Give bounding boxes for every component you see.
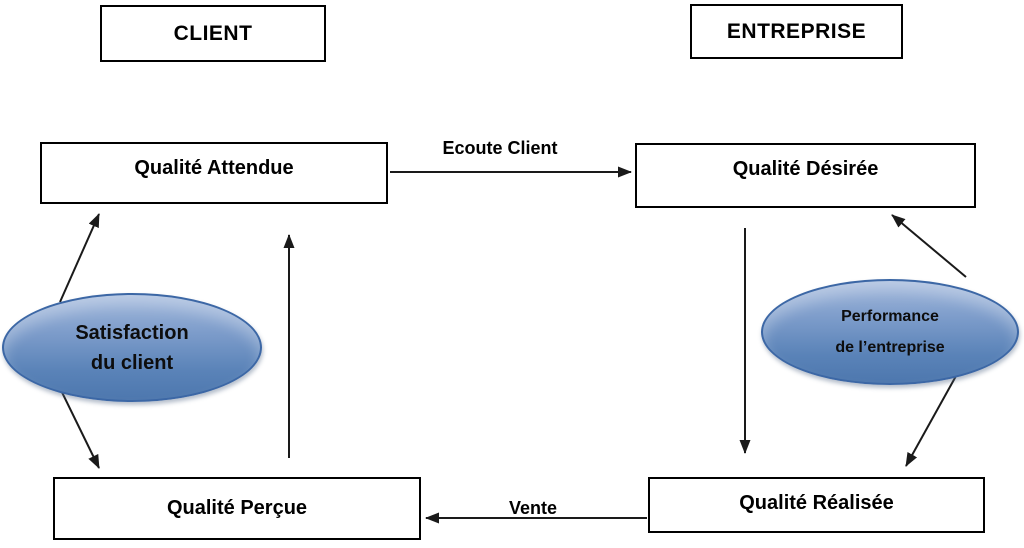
arrow-satisfaction-to-attendue xyxy=(59,213,100,303)
box-qualite-realisee-label: Qualité Réalisée xyxy=(739,491,894,514)
header-box-entreprise: ENTREPRISE xyxy=(690,4,903,59)
performance-line1: Performance xyxy=(841,308,939,325)
arrow-performance-to-desiree xyxy=(891,214,967,278)
arrow-label-ecoute-client: Ecoute Client xyxy=(442,138,558,158)
header-box-client: CLIENT xyxy=(100,5,326,62)
arrow-label-vente: Vente xyxy=(508,498,558,518)
box-qualite-attendue-label: Qualité Attendue xyxy=(134,156,294,179)
ellipse-performance-de-l-entreprise: Performance de l’entreprise xyxy=(761,279,1019,385)
header-client-label: CLIENT xyxy=(173,21,253,45)
box-qualite-percue-label: Qualité Perçue xyxy=(166,497,308,519)
box-qualite-desiree-label: Qualité Désirée xyxy=(732,158,879,180)
box-qualite-percue: Qualité Perçue xyxy=(53,477,421,540)
ellipse-satisfaction-du-client: Satisfaction du client xyxy=(2,293,262,402)
box-qualite-desiree: Qualité Désirée xyxy=(635,143,976,208)
header-entreprise-label: ENTREPRISE xyxy=(726,19,867,43)
performance-line2: de l’entreprise xyxy=(835,339,945,356)
box-qualite-attendue: Qualité Attendue xyxy=(40,142,388,204)
satisfaction-line1: Satisfaction xyxy=(75,321,189,344)
box-qualite-realisee: Qualité Réalisée xyxy=(648,477,985,533)
arrow-performance-to-realisee xyxy=(905,375,957,467)
satisfaction-line2: du client xyxy=(90,351,174,374)
